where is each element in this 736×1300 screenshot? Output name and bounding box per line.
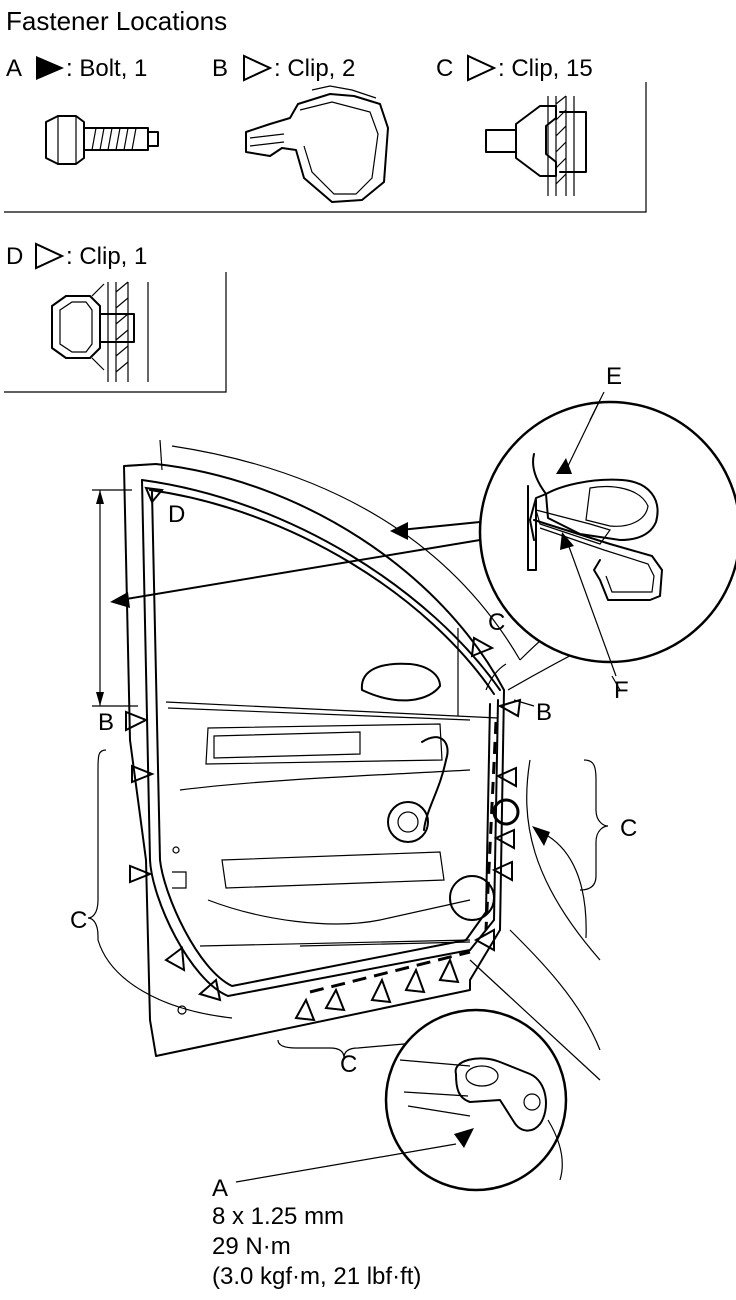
callout-e: E — [606, 363, 622, 390]
clip-d-icon — [51, 281, 149, 382]
clip-b-icon — [245, 85, 389, 203]
leader-line — [611, 675, 621, 691]
dimension-lines — [92, 489, 138, 707]
clip-marker-icon — [164, 946, 186, 972]
clip-marker-icon — [495, 766, 517, 788]
leader-line — [513, 699, 535, 707]
group-brackets — [87, 749, 609, 1059]
clip-marker-icon — [497, 698, 522, 718]
clip-symbol-icon — [35, 242, 65, 270]
bolt-torque: 29 N·m — [212, 1233, 291, 1260]
leader-line — [485, 663, 507, 691]
page-title: Fastener Locations — [6, 6, 227, 36]
callout-b: B — [98, 709, 114, 736]
bolt-icon — [45, 115, 159, 165]
callout-d: D — [168, 501, 185, 528]
clip-markers — [125, 486, 522, 1022]
clip-c-icon — [485, 95, 587, 196]
legend-b-letter: B — [212, 55, 228, 82]
legend-a-letter: A — [6, 55, 22, 82]
clip-marker-icon — [324, 987, 346, 1012]
bolt-symbol-icon — [36, 56, 64, 80]
callout-c: C — [620, 815, 637, 842]
clip-marker-icon — [125, 710, 149, 732]
clip-marker-icon — [491, 860, 513, 882]
clip-marker-icon — [294, 997, 316, 1022]
clip-marker-icon — [370, 977, 392, 1004]
clip-marker-icon — [144, 486, 164, 504]
legend-frame — [4, 272, 227, 393]
clip-marker-icon — [493, 828, 515, 850]
bolt-torque-alt: (3.0 kgf·m, 21 lbf·ft) — [212, 1263, 421, 1290]
clip-symbol-icon — [243, 54, 273, 82]
clip-marker-icon — [129, 864, 153, 884]
leader-line — [589, 391, 605, 421]
bolt-detail-circle — [384, 1008, 568, 1192]
legend-c-letter: C — [436, 55, 453, 82]
bolt-leader-line — [235, 1143, 457, 1183]
legend-frame — [4, 82, 647, 213]
clip-marker-icon — [473, 928, 495, 952]
clip-marker-icon — [438, 957, 460, 984]
callout-c: C — [70, 907, 87, 934]
callout-c: C — [340, 1051, 357, 1078]
clip-marker-icon — [404, 967, 426, 994]
bolt-size: 8 x 1.25 mm — [212, 1203, 344, 1230]
callout-b: B — [536, 699, 552, 726]
clip-symbol-icon — [467, 54, 497, 82]
clip-marker-icon — [197, 978, 222, 1002]
callout-a: A — [212, 1175, 228, 1202]
legend-d-letter: D — [6, 243, 23, 270]
clip-marker-icon — [470, 636, 495, 658]
legend-b-label: : Clip, 2 — [274, 55, 355, 82]
clip-marker-icon — [131, 764, 155, 784]
legend-c-label: : Clip, 15 — [498, 55, 593, 82]
legend-a-label: : Bolt, 1 — [66, 55, 147, 82]
callout-f: F — [614, 677, 629, 704]
callout-c: C — [488, 609, 505, 636]
weatherstrip-detail-circle — [478, 399, 736, 677]
legend-d-label: : Clip, 1 — [66, 243, 147, 270]
detail-pointer-arrows — [110, 521, 481, 608]
